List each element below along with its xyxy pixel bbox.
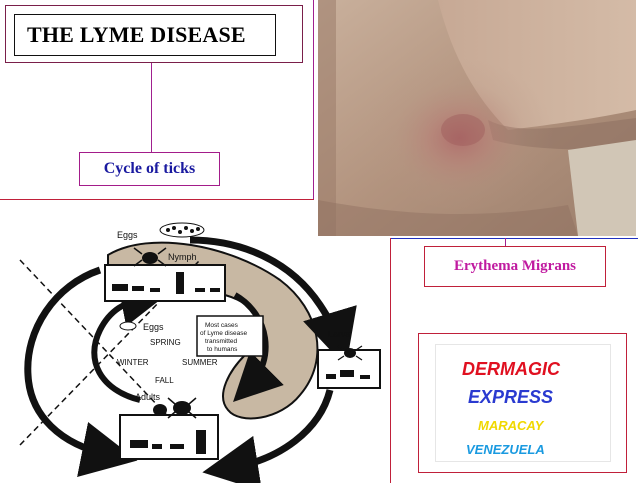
season-winter: WINTER <box>117 358 149 367</box>
connector-right-left-vertical <box>390 238 391 483</box>
larva-label: Larva <box>328 329 351 339</box>
note-line-2: of Lyme disease <box>200 330 247 337</box>
adult-hosts-icon <box>130 430 206 454</box>
express-text: EXPRESS <box>468 387 554 407</box>
cycle-arrow-inner-left <box>91 279 169 403</box>
season-fall: FALL <box>155 376 174 385</box>
larva-tick-icon <box>337 345 363 361</box>
nymph-box <box>104 264 226 302</box>
eggs-mid-label: Eggs <box>143 322 164 332</box>
note-line-3: transmitted <box>205 338 238 345</box>
connector-right-vertical <box>313 0 314 200</box>
connector-bottom-horizontal <box>0 199 314 200</box>
note-line-1: Most cases <box>205 322 239 329</box>
nymph-hosts-icon <box>112 272 220 294</box>
connector-erythema-up <box>505 238 506 246</box>
adults-tick-icon <box>153 397 197 419</box>
connector-photo-bottom <box>390 238 638 239</box>
dermagic-text: DERMAGIC <box>462 359 560 379</box>
erythema-migrans-label: Erythema Migrans <box>424 246 606 287</box>
eggs-top-label: Eggs <box>117 230 138 240</box>
cycle-arrow-inner-right <box>233 292 284 402</box>
nymph-label: Nymph <box>168 252 197 262</box>
lyme-transmission-note-box <box>196 315 264 357</box>
note-line-4: to humans <box>207 346 238 353</box>
page-title: THE LYME DISEASE <box>14 14 276 56</box>
season-summer: SUMMER <box>182 358 218 367</box>
venezuela-text: VENEZUELA <box>466 442 545 457</box>
cycle-arrow-left <box>24 266 138 477</box>
dermagic-express-logo: DERMAGIC EXPRESS MARACAY VENEZUELA <box>435 344 611 462</box>
cycle-of-ticks-text: Cycle of ticks <box>103 160 196 177</box>
dermagic-express-box: DERMAGIC EXPRESS MARACAY VENEZUELA <box>418 333 627 473</box>
maracay-text: MARACAY <box>478 418 544 433</box>
tick-life-cycle-diagram: Eggs Nymph Eggs Most cases of Lyme disea… <box>19 222 381 483</box>
connector-title-down <box>151 63 152 153</box>
eggs-top-icon <box>159 222 205 238</box>
erythema-migrans-text: Erythema Migrans <box>453 258 577 274</box>
cycle-arrow-right <box>202 389 334 483</box>
larva-hosts-icon <box>326 370 370 379</box>
erythema-migrans-photo <box>318 0 636 236</box>
title-frame: THE LYME DISEASE <box>5 5 303 63</box>
adults-label: Adults <box>135 392 161 402</box>
cycle-of-ticks-label: Cycle of ticks <box>79 152 220 186</box>
larva-box <box>317 349 381 389</box>
cycle-arrow-top <box>189 236 357 367</box>
season-spring: SPRING <box>150 338 181 347</box>
nymph-tick-icon <box>133 247 167 267</box>
